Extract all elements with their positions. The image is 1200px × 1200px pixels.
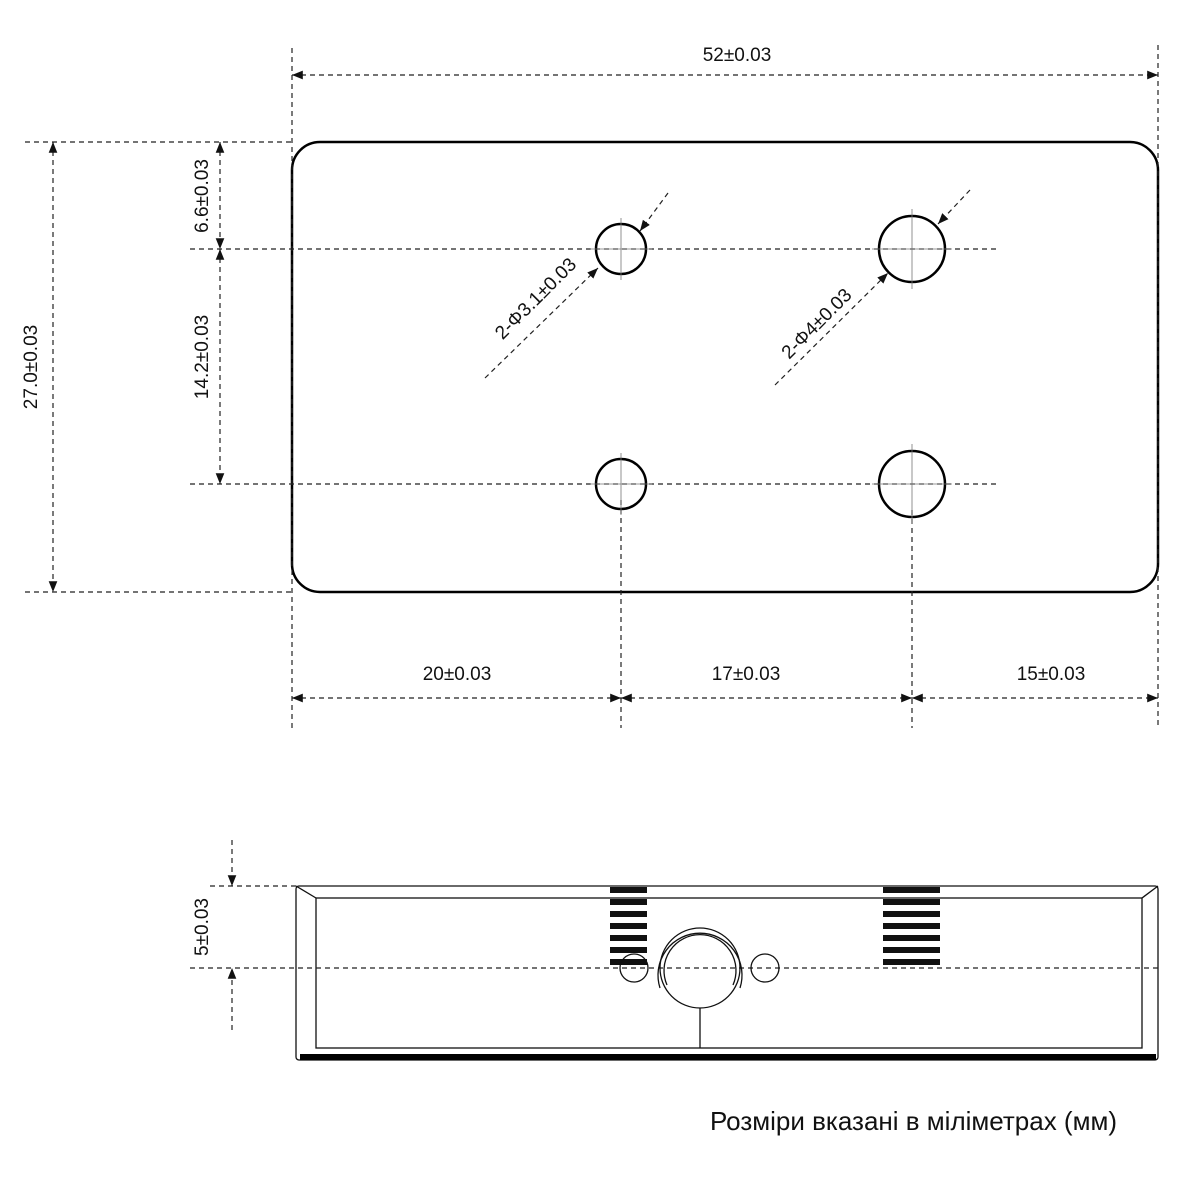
- bottom-dimension-2: 17±0.03: [712, 664, 781, 685]
- thread-line: [883, 887, 940, 893]
- plate-outline: [290, 140, 1160, 594]
- width-dimension: 52±0.03: [703, 45, 772, 66]
- hole-spacing-dimension: 14.2±0.03: [192, 315, 213, 399]
- thread-line: [610, 935, 647, 941]
- thread-hatch-left: [610, 887, 647, 965]
- top-view: 52±0.03 27.0±0.03 6.6±0.03 14.2±0.03 20±…: [21, 45, 1160, 728]
- bottom-dimension-3: 15±0.03: [1017, 664, 1086, 685]
- thread-line: [610, 911, 647, 917]
- side-hole-right: [750, 953, 780, 983]
- side-outline: [295, 885, 1159, 1061]
- thread-line: [883, 935, 940, 941]
- thread-line: [610, 887, 647, 893]
- thread-line: [610, 899, 647, 905]
- depth-dimension: 5±0.03: [192, 898, 213, 956]
- side-hole-left: [619, 953, 649, 983]
- thread-hatch-right: [883, 887, 940, 965]
- thread-line: [883, 899, 940, 905]
- thread-line: [610, 959, 647, 965]
- thread-line: [883, 947, 940, 953]
- small-holes-label: 2-Φ3.1±0.03: [491, 254, 581, 344]
- center-bore: [657, 932, 743, 989]
- thread-line: [883, 923, 940, 929]
- thread-line: [610, 923, 647, 929]
- thread-line: [610, 947, 647, 953]
- top-offset-dimension: 6.6±0.03: [192, 159, 213, 233]
- height-dimension: 27.0±0.03: [21, 325, 42, 409]
- bottom-dimension-1: 20±0.03: [423, 664, 492, 685]
- thread-line: [883, 959, 940, 965]
- side-view: 5±0.03: [190, 840, 1159, 1061]
- large-holes-label: 2-Φ4±0.03: [778, 285, 857, 364]
- thread-line: [883, 911, 940, 917]
- caption: Розміри вказані в міліметрах (мм): [710, 1106, 1117, 1136]
